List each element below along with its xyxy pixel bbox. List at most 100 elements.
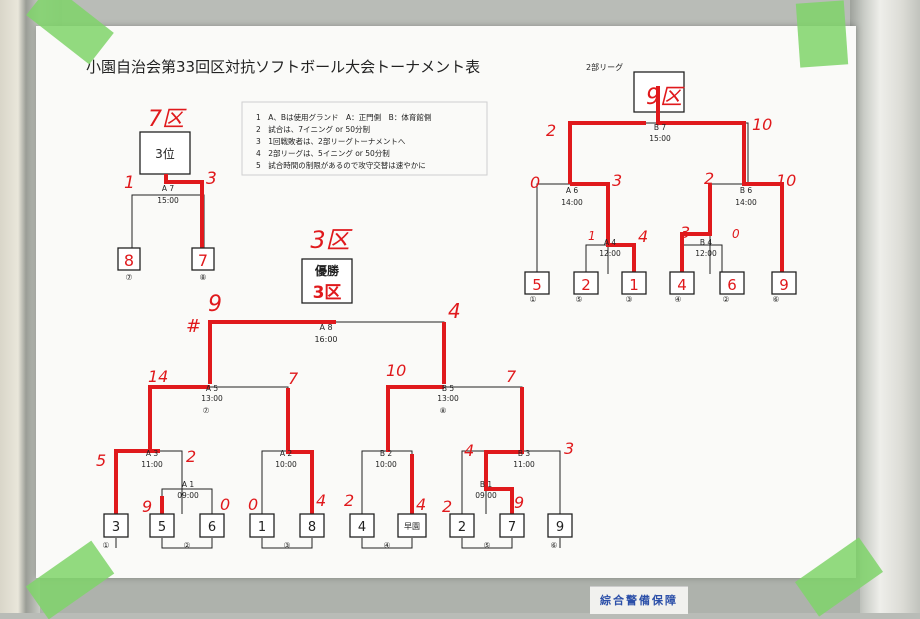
team-box: 4 ④ (669, 271, 695, 304)
svg-text:4: 4 (358, 520, 366, 535)
rule-line-3: 3 1回戦敗者は、2部リーグトーナメントへ (256, 136, 406, 146)
svg-text:4: 4 (638, 227, 648, 246)
svg-text:5: 5 (532, 276, 542, 294)
svg-text:11:00: 11:00 (141, 460, 163, 469)
champion-box (301, 258, 353, 304)
team-box: 9 ⑥ (771, 271, 797, 304)
svg-text:⑤: ⑤ (483, 541, 490, 550)
svg-text:10: 10 (752, 115, 772, 134)
third-place-label: 3位 (155, 146, 175, 161)
svg-text:①: ① (529, 295, 536, 304)
svg-text:6: 6 (208, 520, 216, 535)
rule-line-4: 4 2部リーグは、5イニング or 50分制 (256, 148, 390, 158)
svg-text:9: 9 (779, 276, 789, 294)
bracket-drawing: 小園自治会第33回区対抗ソフトボール大会トーナメント表 2部リーグ 1 A、Bは… (86, 58, 797, 550)
third-place-box (139, 131, 191, 175)
svg-text:10:00: 10:00 (275, 460, 297, 469)
league2-label: 2部リーグ (586, 62, 623, 72)
team-box: 5 (149, 513, 175, 538)
svg-text:⑥: ⑥ (550, 541, 557, 550)
team-box: 1 ③ (621, 271, 647, 304)
svg-text:13:00: 13:00 (437, 394, 459, 403)
main-game-labels: A 5 13:00 ⑦ B 5 13:00 ⑧ A 3 11:00 A 2 10… (141, 384, 535, 500)
league2-winner-note: 9区 (646, 85, 685, 110)
svg-text:12:00: 12:00 (599, 249, 621, 258)
champion-winner-note: 3区 (310, 226, 352, 254)
svg-text:1: 1 (258, 520, 266, 535)
rule-line-1: 1 A、Bは使用グランド A：正門側 B：体育館側 (256, 112, 431, 122)
game-time: 15:00 (157, 196, 179, 205)
svg-text:A 5: A 5 (206, 384, 219, 393)
svg-text:A 4: A 4 (604, 238, 617, 247)
game-time: 16:00 (314, 335, 337, 344)
svg-text:2: 2 (186, 447, 196, 466)
svg-text:2: 2 (546, 121, 556, 140)
svg-text:0: 0 (220, 495, 230, 514)
game-code: A 7 (162, 184, 175, 193)
svg-text:2: 2 (581, 276, 591, 294)
team-box: 7 (499, 513, 525, 538)
tournament-poster: 小園自治会第33回区対抗ソフトボール大会トーナメント表 2部リーグ 1 A、Bは… (36, 26, 856, 578)
team-box: 4 ④ (349, 513, 391, 550)
svg-text:8: 8 (308, 520, 316, 535)
svg-text:3: 3 (612, 171, 622, 190)
svg-text:⑦: ⑦ (203, 406, 210, 415)
svg-text:09:00: 09:00 (177, 491, 199, 500)
svg-text:14: 14 (148, 367, 168, 386)
team-box: 1 (249, 513, 275, 538)
team-box: 早園 (397, 513, 427, 538)
rules-box (241, 101, 488, 176)
svg-text:A 6: A 6 (566, 186, 579, 195)
svg-text:②: ② (183, 541, 190, 550)
team-box: 6 ② (183, 513, 225, 550)
svg-text:④: ④ (674, 295, 681, 304)
team-box: 2 ⑤ (573, 271, 599, 304)
window-frame-right (850, 0, 920, 613)
main-bracket-scores: 14 7 10 7 5 2 9 0 0 4 2 4 4 3 2 9 (96, 361, 574, 516)
rule-line-5: 5 試合時間の制限があるので攻守交替は速やかに (256, 160, 426, 170)
svg-text:⑤: ⑤ (575, 295, 582, 304)
league2-team-boxes: 5 ① 2 ⑤ 1 ③ 4 ④ 6 ② 9 ⑥ (524, 271, 797, 304)
team-name: 7 (198, 251, 208, 270)
svg-text:6: 6 (727, 276, 737, 294)
svg-text:B 7: B 7 (654, 123, 667, 132)
main-bracket-winner-lines (114, 320, 524, 514)
team-box: 8 ③ (283, 513, 325, 550)
rule-line-2: 2 試合は、7イニング or 50分制 (256, 124, 370, 134)
svg-text:⑧: ⑧ (440, 406, 447, 415)
team-box: 9 ⑥ (547, 513, 573, 550)
annotation-mark: # (186, 316, 201, 337)
svg-text:2: 2 (458, 520, 466, 535)
team-box: 6 ② (719, 271, 745, 304)
svg-text:1: 1 (629, 276, 639, 294)
svg-text:0: 0 (530, 173, 540, 192)
svg-text:3: 3 (112, 520, 120, 535)
svg-text:4: 4 (677, 276, 687, 294)
svg-text:B 6: B 6 (740, 186, 753, 195)
score: 1 (124, 173, 135, 193)
svg-text:3: 3 (680, 223, 690, 242)
svg-text:早園: 早園 (404, 522, 420, 531)
security-sticker: 綜合警備保障 (590, 586, 688, 614)
svg-text:15:00: 15:00 (649, 134, 671, 143)
team-box (117, 247, 141, 271)
svg-text:1: 1 (588, 229, 596, 243)
team-name: 8 (124, 251, 134, 270)
svg-text:2: 2 (344, 491, 354, 510)
champion-section: 3区 優勝 3区 A 8 16:00 9 4 # (186, 226, 461, 344)
third-place-section: 3位 7区 A 7 15:00 8 7 ⑦ ⑧ 1 3 (117, 107, 217, 282)
svg-text:5: 5 (96, 451, 106, 470)
svg-text:②: ② (722, 295, 729, 304)
svg-text:B 3: B 3 (518, 449, 531, 458)
svg-text:10: 10 (776, 171, 796, 190)
third-place-winner-note: 7区 (148, 107, 187, 132)
svg-text:10:00: 10:00 (375, 460, 397, 469)
team-box (191, 247, 215, 271)
svg-text:B 5: B 5 (442, 384, 455, 393)
svg-text:12:00: 12:00 (695, 249, 717, 258)
svg-text:9: 9 (142, 497, 152, 516)
poster-title: 小園自治会第33回区対抗ソフトボール大会トーナメント表 (86, 58, 480, 76)
svg-text:4: 4 (316, 491, 326, 510)
main-team-boxes: 3 ① 5 6 ② 1 8 ③ 4 ④ 早園 2 ⑤ 7 9 ⑥ (102, 513, 573, 550)
svg-text:A 2: A 2 (280, 449, 293, 458)
